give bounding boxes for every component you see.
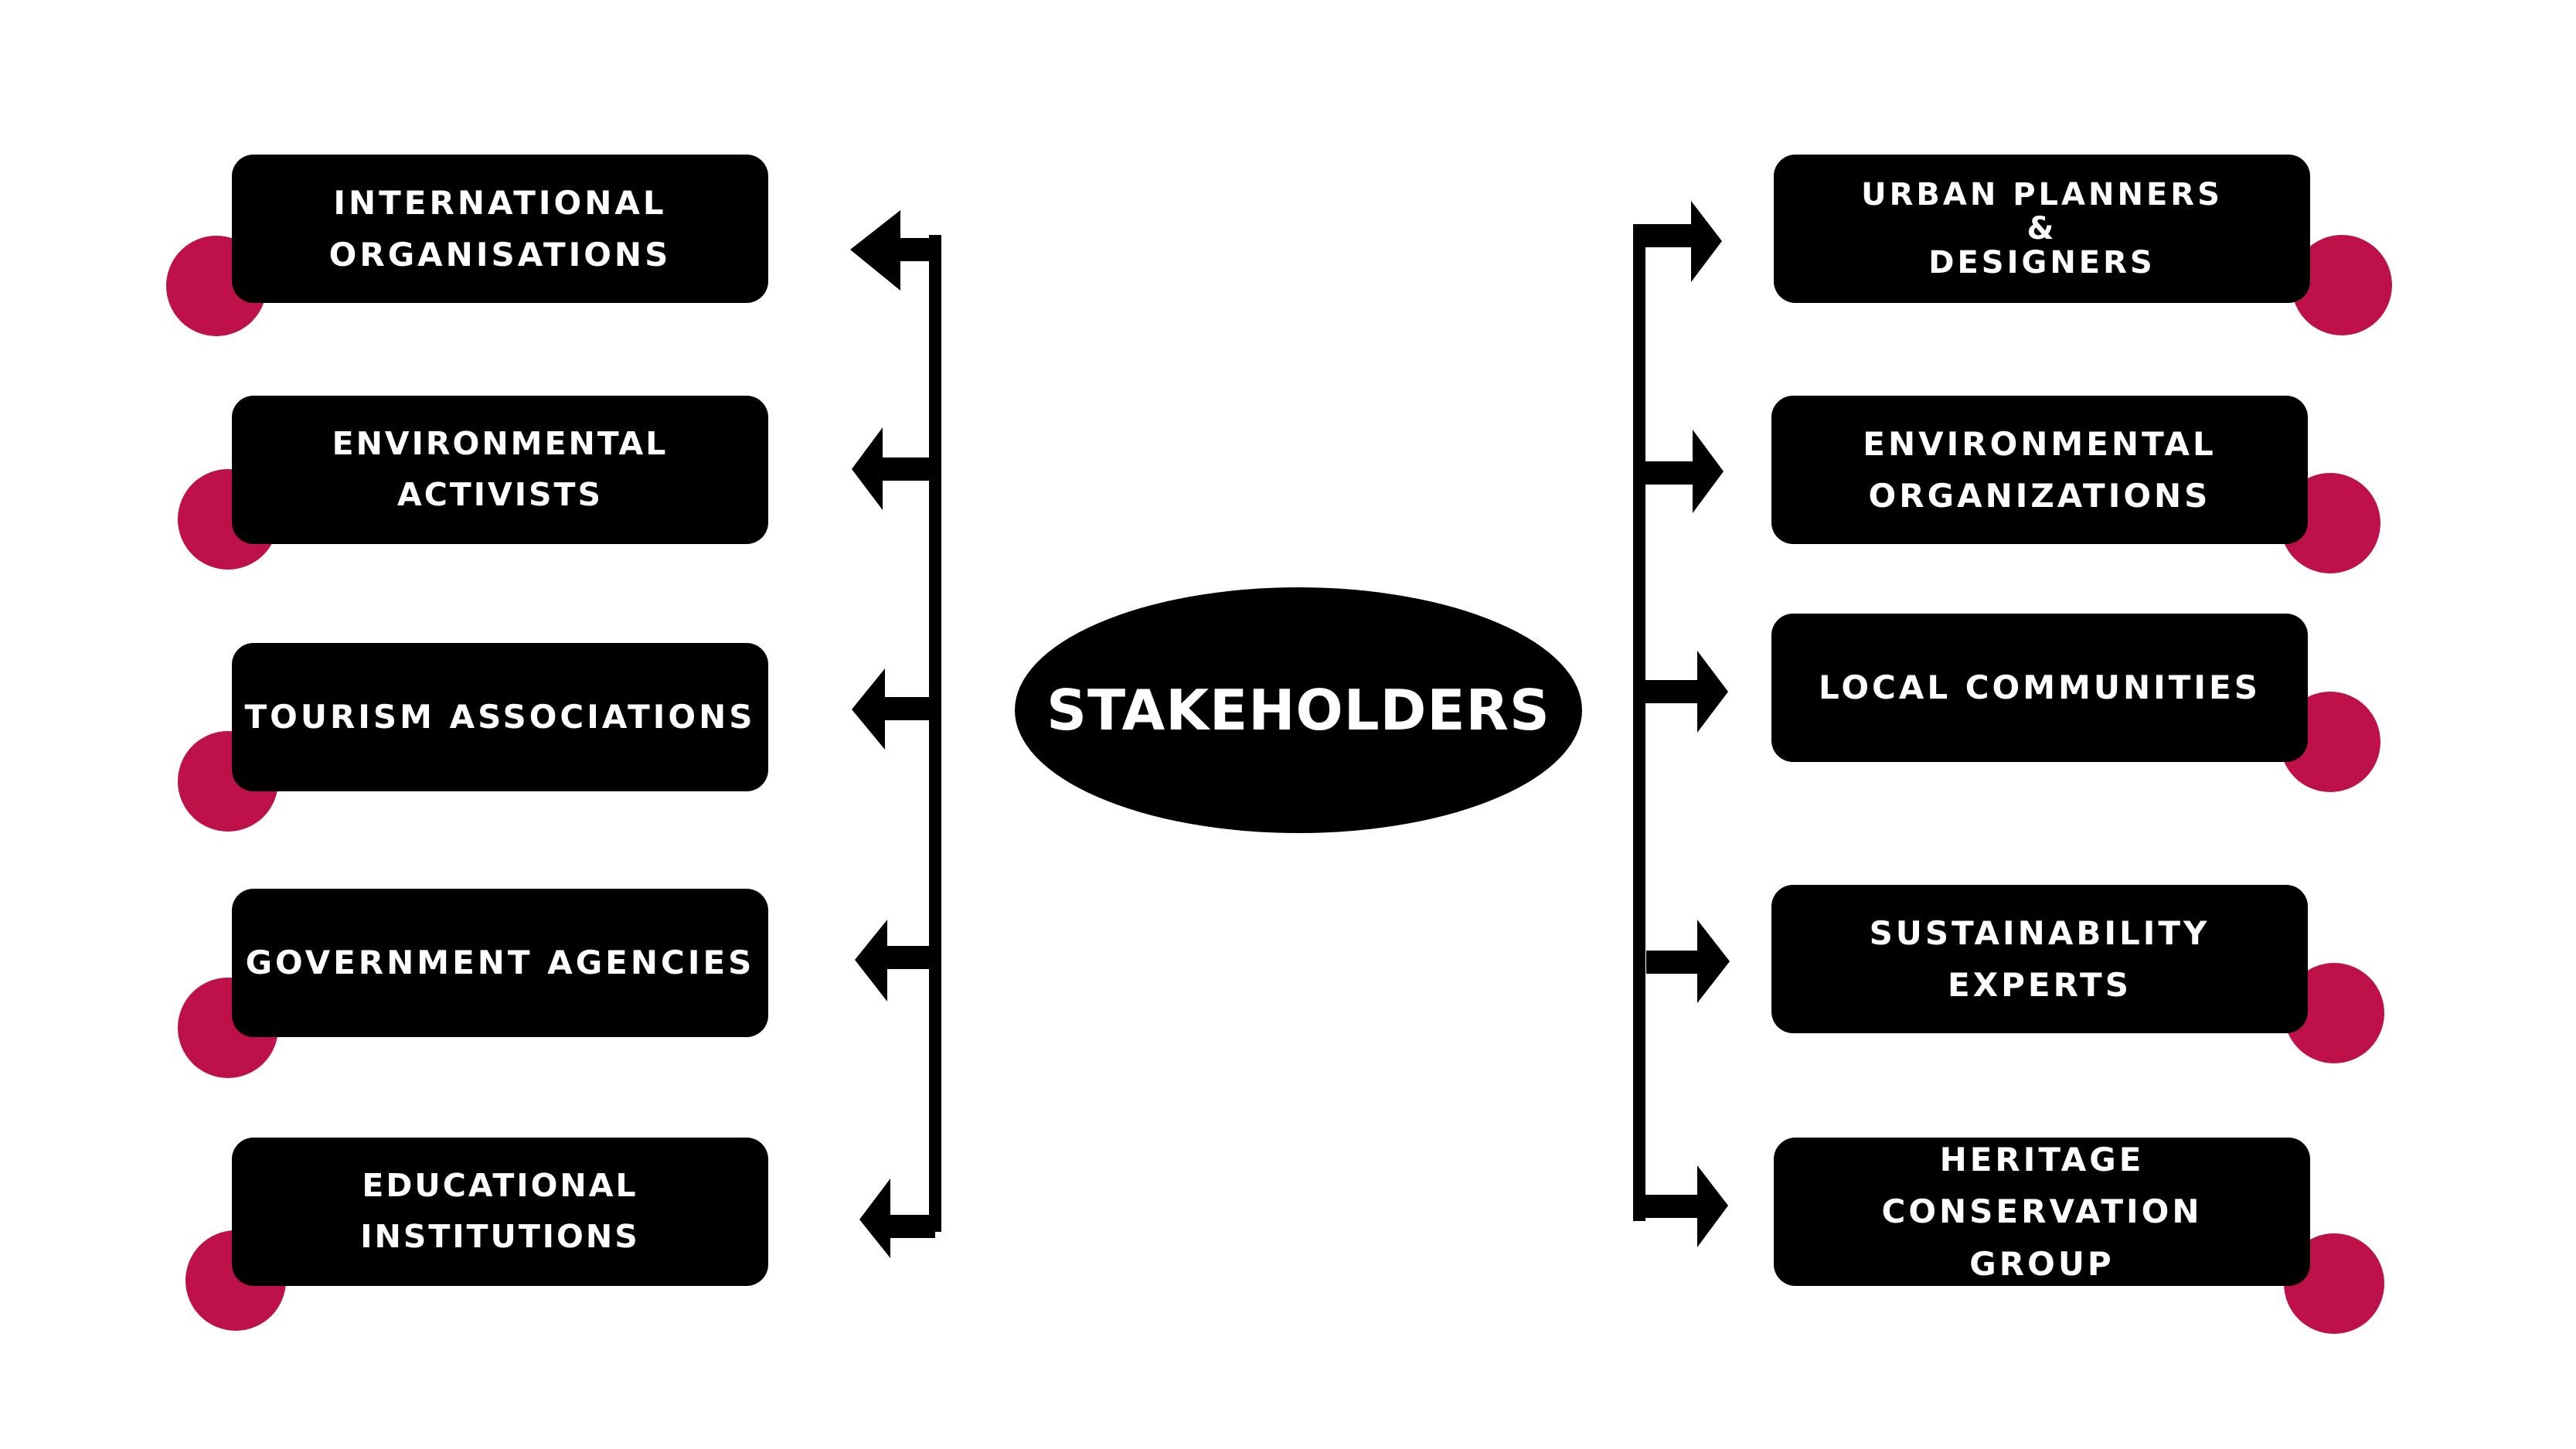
stakeholder-box-educational: EDUCATIONAL INSTITUTIONS bbox=[232, 1138, 768, 1286]
left-arrow-2 bbox=[852, 427, 935, 510]
stakeholder-box-tourism: TOURISM ASSOCIATIONS bbox=[232, 643, 768, 791]
right-arrow-2 bbox=[1638, 430, 1724, 513]
center-title: STAKEHOLDERS bbox=[1046, 678, 1550, 743]
stakeholder-box-heritage-conservation: HERITAGE CONSERVATION GROUP bbox=[1774, 1138, 2310, 1286]
right-spine-line bbox=[1633, 224, 1645, 1221]
stakeholder-box-international: INTERNATIONAL ORGANISATIONS bbox=[232, 155, 768, 303]
right-arrow-1 bbox=[1638, 201, 1722, 282]
stakeholder-box-urban-planners: URBAN PLANNERS & DESIGNERS bbox=[1774, 155, 2310, 303]
stakeholder-label: ENVIRONMENTAL ORGANIZATIONS bbox=[1863, 424, 2217, 515]
right-arrow-3 bbox=[1638, 651, 1728, 733]
stakeholder-label: TOURISM ASSOCIATIONS bbox=[244, 698, 756, 736]
left-arrow-4 bbox=[855, 920, 935, 1002]
left-arrow-5 bbox=[859, 1179, 935, 1258]
stakeholder-box-government: GOVERNMENT AGENCIES bbox=[232, 889, 768, 1037]
stakeholder-label: LOCAL COMMUNITIES bbox=[1819, 668, 2261, 707]
stakeholder-box-local-communities: LOCAL COMMUNITIES bbox=[1771, 614, 2308, 762]
stakeholder-box-environmental-activists: ENVIRONMENTAL ACTIVISTS bbox=[232, 396, 768, 544]
stakeholder-box-environmental-organizations: ENVIRONMENTAL ORGANIZATIONS bbox=[1771, 396, 2308, 544]
stakeholder-label: INTERNATIONAL ORGANISATIONS bbox=[328, 183, 672, 274]
stakeholder-box-sustainability-experts: SUSTAINABILITY EXPERTS bbox=[1771, 885, 2308, 1033]
left-spine-line bbox=[929, 235, 941, 1232]
stakeholder-label: HERITAGE CONSERVATION GROUP bbox=[1881, 1141, 2203, 1283]
right-arrow-5 bbox=[1638, 1165, 1728, 1247]
center-ellipse: STAKEHOLDERS bbox=[1015, 587, 1582, 833]
stakeholder-label: EDUCATIONAL INSTITUTIONS bbox=[360, 1167, 640, 1255]
stakeholder-label: GOVERNMENT AGENCIES bbox=[245, 944, 755, 982]
stakeholder-label: URBAN PLANNERS & DESIGNERS bbox=[1861, 177, 2223, 281]
stakeholder-label: SUSTAINABILITY EXPERTS bbox=[1869, 913, 2210, 1004]
left-arrow-3 bbox=[852, 668, 935, 750]
left-arrow-1 bbox=[850, 210, 935, 291]
stakeholder-label: ENVIRONMENTAL ACTIVISTS bbox=[332, 425, 669, 513]
right-arrow-4 bbox=[1646, 920, 1730, 1003]
